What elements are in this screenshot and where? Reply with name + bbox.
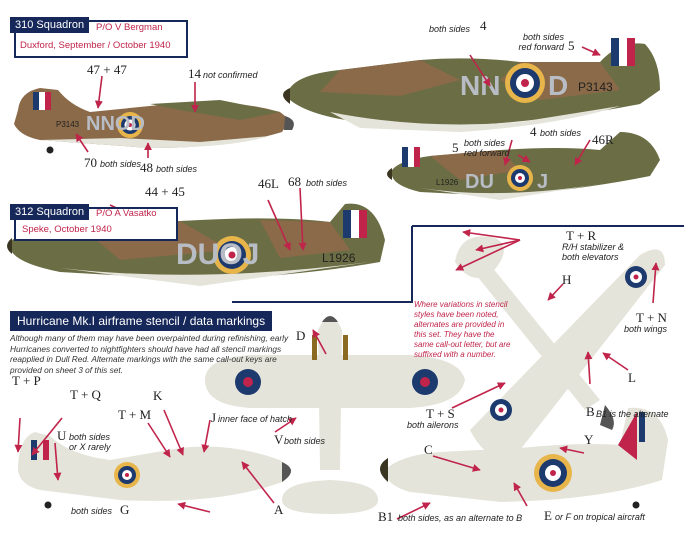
callout-V-note: both sides (284, 436, 326, 446)
callout-TS-note: both ailerons (407, 420, 459, 430)
callout-E: E (544, 508, 552, 523)
callout-B1: B1 (378, 509, 394, 524)
serial-312: L1926 (322, 251, 356, 265)
callout-5-small-note: both sides red forward (464, 138, 510, 158)
callout-TR: T + R (566, 228, 597, 243)
callout-Y: Y (584, 432, 594, 447)
callout-B: B (586, 404, 595, 419)
callout-A: A (274, 502, 284, 517)
callout-D: D (296, 328, 306, 343)
callout-4-small-note: both sides (540, 128, 582, 138)
callout-E-note: or F on tropical aircraft (555, 512, 645, 522)
callout-70-note: both sides (100, 159, 142, 169)
callout-48: 48 (140, 160, 153, 175)
aircraft-312-small-side: DU J (387, 132, 660, 200)
callout-TQ: T + Q (70, 387, 101, 402)
callout-70: 70 (84, 155, 97, 170)
aircraft-310-large-side: NN D (283, 38, 660, 132)
callout-14: 14 (188, 66, 201, 81)
serial-310-large: P3143 (578, 80, 613, 94)
callout-48-note: both sides (156, 164, 198, 174)
squadron-312-title: 312 Squadron (10, 204, 90, 220)
callout-H: H (562, 272, 572, 287)
callout-TN-note: both wings (624, 324, 668, 334)
svg-text:J: J (537, 171, 548, 193)
callout-14-note: not confirmed (203, 70, 258, 80)
squadron-310-location: Duxford, September / October 1940 (20, 40, 171, 51)
callout-B1-note: both sides, as an alternate to B (398, 513, 523, 523)
codes-310: NNOD (86, 113, 145, 135)
codes-312: DUOJ (176, 238, 260, 271)
callout-L: L (628, 370, 636, 385)
frame-line (232, 225, 684, 303)
variation-note: Where variations in stencil styles have … (414, 300, 511, 359)
callout-44-45: 44 + 45 (145, 184, 185, 199)
serial-310-small: P3143 (56, 120, 80, 129)
callout-4: 4 (480, 18, 487, 33)
callout-47: 47 + 47 (87, 62, 127, 77)
callout-U: U (57, 428, 67, 443)
squadron-310-pilot: P/O V Bergman (96, 22, 163, 33)
aircraft-stencil-side-right (380, 407, 668, 509)
callout-5: 5 (568, 38, 575, 53)
callout-4-small: 4 (530, 124, 537, 139)
squadron-312-pilot: P/O A Vasatko (96, 208, 157, 219)
callout-arrows (14, 46, 660, 520)
stencil-section-title: Hurricane Mk.I airframe stencil / data m… (10, 311, 273, 331)
callout-5-note: both sides red forward (518, 32, 564, 52)
callout-TS: T + S (426, 406, 455, 421)
aircraft-312-large-side: L1926 (7, 203, 385, 286)
callout-TR-note: R/H stabilizer & both elevators (562, 242, 625, 262)
svg-text:DU: DU (465, 171, 494, 193)
callout-G: G (120, 502, 130, 517)
stencil-description: Although many of them may have been over… (10, 333, 289, 375)
squadron-312-location: Speke, October 1940 (22, 224, 112, 235)
callout-68: 68 (288, 174, 301, 189)
svg-text:NN: NN (460, 70, 500, 101)
callout-68-note: both sides (306, 178, 348, 188)
callout-K: K (153, 388, 163, 403)
callout-TM: T + M (118, 407, 152, 422)
svg-text:D: D (548, 70, 568, 101)
aircraft-310-small-side (14, 88, 294, 154)
squadron-310-title: 310 Squadron (10, 17, 90, 33)
callout-TN: T + N (636, 310, 667, 325)
callout-4-note: both sides (429, 24, 471, 34)
callout-G-note: both sides (71, 506, 113, 516)
callout-J: J (211, 410, 217, 425)
callout-C: C (424, 442, 433, 457)
callout-J-note: inner face of hatch (218, 414, 293, 424)
callout-46L: 46L (258, 176, 279, 191)
callout-U-note: both sides or X rarely (69, 432, 111, 452)
callout-46R: 46R (592, 132, 614, 147)
callout-TP: T + P (12, 373, 41, 388)
callout-B-note: B1 is the alternate (596, 409, 669, 419)
callout-5-small: 5 (452, 140, 459, 155)
serial-312-small: L1926 (436, 178, 459, 187)
callout-V: V (274, 432, 284, 447)
aircraft-top-view (205, 316, 465, 514)
